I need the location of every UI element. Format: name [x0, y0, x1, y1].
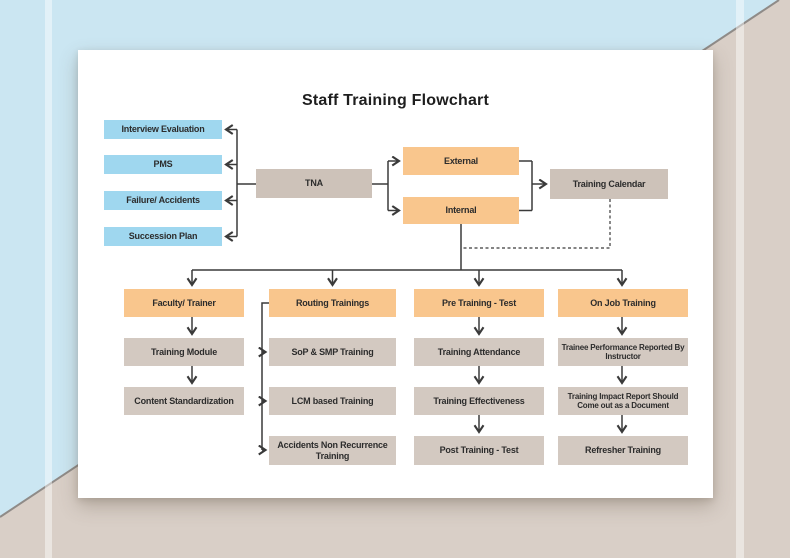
box-training-impact-report: Training Impact Report Should Come out a… — [558, 387, 688, 415]
box-lcm-based-training: LCM based Training — [269, 387, 396, 415]
box-training-attendance: Training Attendance — [414, 338, 544, 366]
header-pre-training-test: Pre Training - Test — [414, 289, 544, 317]
internal-box: Internal — [403, 197, 519, 224]
highlight-stripe-left — [45, 0, 52, 558]
tna-box: TNA — [256, 169, 372, 198]
box-training-effectiveness: Training Effectiveness — [414, 387, 544, 415]
box-post-training-test: Post Training - Test — [414, 436, 544, 465]
page-title: Staff Training Flowchart — [301, 92, 490, 109]
input-box-pms: PMS — [104, 155, 222, 174]
box-training-module: Training Module — [124, 338, 244, 366]
box-trainee-performance-reported: Trainee Performance Reported By Instruct… — [558, 338, 688, 366]
training-calendar-box: Training Calendar — [550, 169, 668, 199]
flowchart-card: Staff Training Flowchart Interview Evalu… — [78, 50, 713, 498]
header-routing-trainings: Routing Trainings — [269, 289, 396, 317]
external-box: External — [403, 147, 519, 175]
box-sop-smp-training: SoP & SMP Training — [269, 338, 396, 366]
box-accidents-non-recurrence-training: Accidents Non Recurrence Training — [269, 436, 396, 465]
box-content-standardization: Content Standardization — [124, 387, 244, 415]
header-on-job-training: On Job Training — [558, 289, 688, 317]
header-faculty-trainer: Faculty/ Trainer — [124, 289, 244, 317]
highlight-stripe-right — [736, 0, 744, 558]
input-box-interview-evaluation: Interview Evaluation — [104, 120, 222, 139]
input-box-succession-plan: Succession Plan — [104, 227, 222, 246]
box-refresher-training: Refresher Training — [558, 436, 688, 465]
input-box-failure-accidents: Failure/ Accidents — [104, 191, 222, 210]
flowchart-connectors — [78, 50, 713, 498]
